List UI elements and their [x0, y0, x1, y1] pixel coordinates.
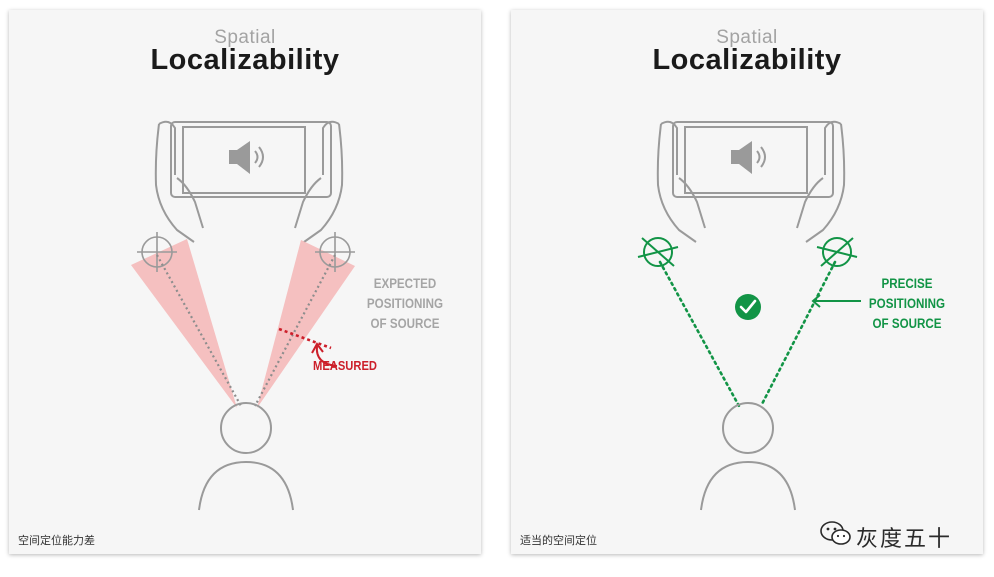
- precise-positioning-label: PRECISE POSITIONING OF SOURCE: [866, 274, 949, 334]
- pointer-arrow-icon: [811, 294, 861, 308]
- caption-left: 空间定位能力差: [18, 535, 95, 547]
- measured-arrow-icon: [315, 345, 338, 367]
- phone-icon: [170, 121, 332, 198]
- watermark-text: 灰度五十: [856, 527, 953, 552]
- phone-icon: [672, 121, 834, 198]
- check-circle-icon: [735, 294, 761, 320]
- right-mic-target-icon: [816, 237, 858, 267]
- speaker-icon: [229, 141, 264, 174]
- right-uncertainty-cone: [257, 240, 355, 408]
- right-ray: [254, 254, 336, 407]
- person-icon: [700, 402, 796, 511]
- precise-label-line-2: POSITIONING: [868, 296, 946, 311]
- wechat-icon: [820, 521, 851, 545]
- expected-label-line-2: POSITIONING: [366, 296, 444, 311]
- diagram-poor-localization: [131, 120, 355, 511]
- person-icon: [198, 402, 294, 511]
- speaker-icon: [731, 141, 766, 174]
- precise-label-line-1: PRECISE: [881, 276, 933, 291]
- left-hand-icon: [656, 120, 706, 243]
- right-hand-icon: [796, 120, 846, 243]
- left-hand-icon: [154, 120, 204, 243]
- measured-label: MEASURED: [313, 358, 377, 373]
- expected-positioning-label: EXPECTED POSITIONING OF SOURCE: [362, 274, 448, 334]
- left-mic-target-icon: [137, 232, 177, 272]
- expected-label-line-3: OF SOURCE: [370, 316, 440, 331]
- title-localizability: Localizability: [652, 44, 842, 76]
- left-uncertainty-cone: [131, 239, 237, 408]
- title-spatial: Spatial: [716, 27, 778, 48]
- diagram-precise-localization: [637, 120, 861, 511]
- precise-label-line-3: OF SOURCE: [872, 316, 942, 331]
- left-ray: [658, 260, 741, 408]
- left-ray: [156, 254, 242, 407]
- right-mic-target-icon: [315, 232, 355, 272]
- title-localizability: Localizability: [150, 44, 340, 76]
- right-hand-icon: [294, 120, 344, 243]
- panel-poor-localization: Spatial Localizability: [9, 10, 481, 554]
- title-spatial: Spatial: [214, 27, 276, 48]
- watermark: 灰度五十: [818, 518, 978, 552]
- caption-right: 适当的空间定位: [520, 535, 597, 547]
- left-mic-target-icon: [637, 237, 679, 267]
- right-ray: [759, 260, 837, 408]
- expected-label-line-1: EXPECTED: [373, 276, 437, 291]
- panel-precise-localization: Spatial Localizability: [511, 10, 983, 554]
